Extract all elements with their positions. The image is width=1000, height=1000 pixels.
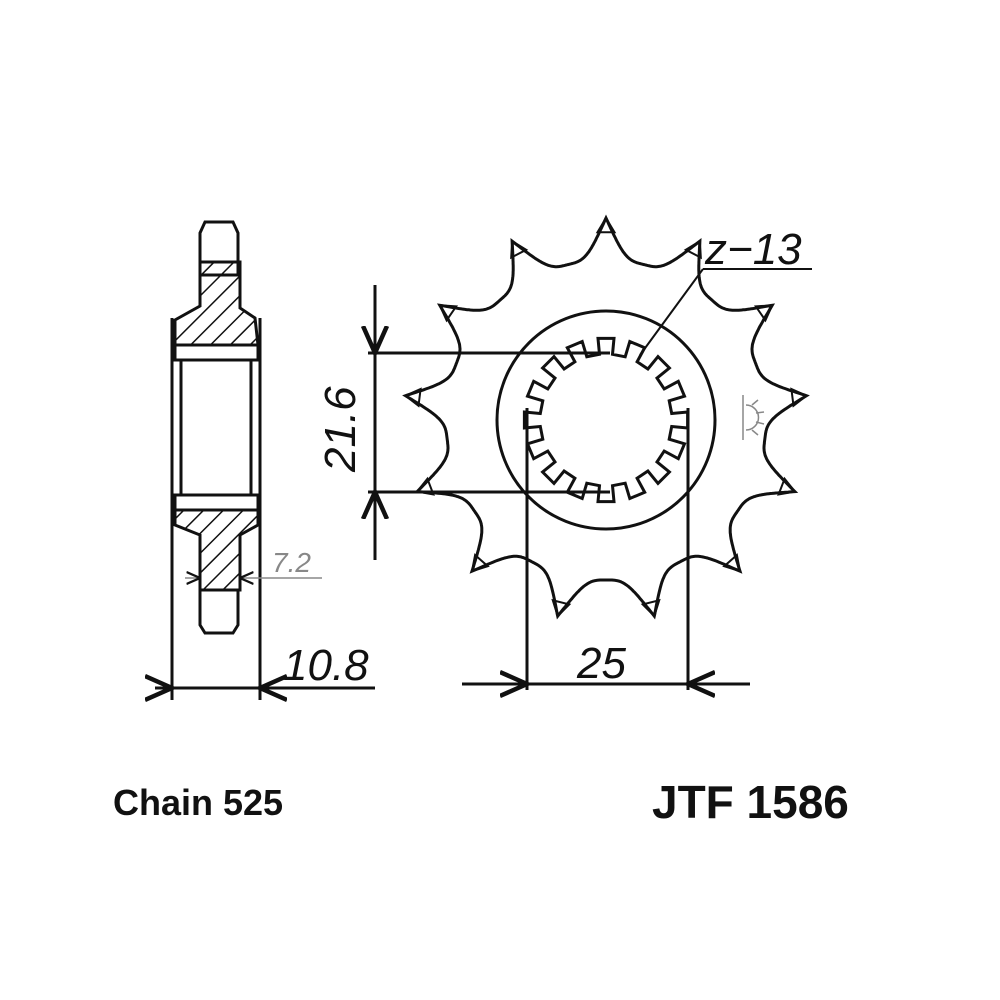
dim-spline-width: 25 xyxy=(576,639,626,688)
hatched-section-bottom xyxy=(173,508,260,592)
tooth-tip-mark xyxy=(470,553,490,573)
side-view xyxy=(155,220,375,700)
dim-inner-diameter: 21.6 xyxy=(316,386,365,473)
chamfer-top xyxy=(173,343,260,362)
part-number: JTF 1586 xyxy=(652,776,849,828)
tooth-tip-mark xyxy=(683,239,702,260)
tooth-tip-mark xyxy=(510,239,529,260)
tooth-tip-mark xyxy=(640,598,661,618)
tooth-tip-mark xyxy=(777,476,797,496)
hub-circle xyxy=(495,309,717,531)
tooth-tip-mark xyxy=(722,553,742,573)
front-view xyxy=(368,214,812,690)
teeth-count-label: z−13 xyxy=(704,225,802,274)
bore xyxy=(179,358,253,497)
hatched-section-top xyxy=(173,260,260,347)
dim-tooth-width: 7.2 xyxy=(272,547,311,578)
tooth-tip-mark xyxy=(403,387,422,408)
sprocket-outline xyxy=(402,214,810,620)
tooth-tip-marks xyxy=(403,216,809,618)
chain-label: Chain 525 xyxy=(113,782,283,823)
chamfer-bottom xyxy=(173,493,260,512)
tooth-tip-mark xyxy=(438,304,459,323)
surface-finish-icon xyxy=(742,395,765,440)
tooth-tip-mark xyxy=(753,304,774,323)
tooth-tip-mark xyxy=(790,387,809,408)
tooth-tip-mark xyxy=(595,216,617,234)
dim-hub-width: 10.8 xyxy=(283,641,369,690)
tooth-tip-bottom xyxy=(198,588,240,635)
spline-outline xyxy=(522,336,690,504)
tooth-tip-mark xyxy=(551,598,572,618)
